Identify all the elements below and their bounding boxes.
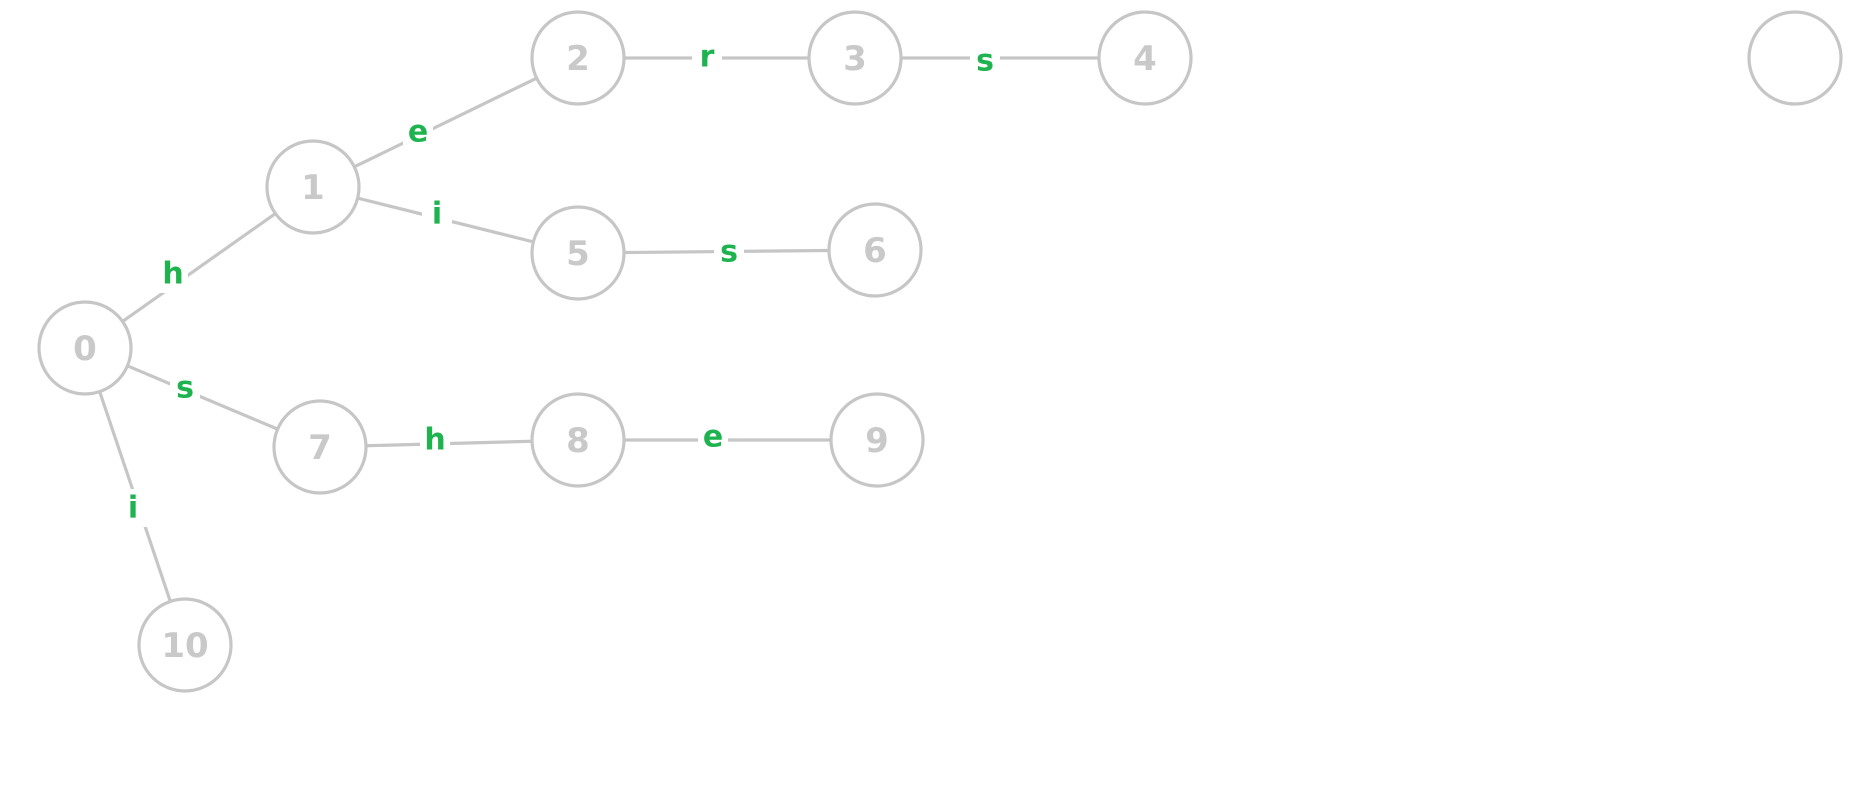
edge-label-1-2[interactable]: e [408,115,428,150]
graph-node-6[interactable]: 6 [827,202,923,298]
edge-label-1-5[interactable]: i [432,197,442,232]
node-label: 4 [1133,39,1157,79]
node-circle[interactable] [137,597,233,693]
edges-layer [98,56,1099,602]
node-circle[interactable] [265,139,361,235]
graph-node-4[interactable]: 4 [1097,10,1193,106]
node-label: 9 [865,421,889,461]
node-label: 3 [843,39,867,79]
edge-label-backdrop [692,38,722,76]
node-label: 10 [161,626,208,666]
node-circle[interactable] [37,300,133,396]
edge-label-backdrop [698,418,728,456]
graph-node-9[interactable]: 9 [829,392,925,488]
edge-label-2-3[interactable]: r [700,40,715,75]
edge-label-backdrop [118,489,148,527]
graph-node-5[interactable]: 5 [530,205,626,301]
node-circle[interactable] [530,205,626,301]
node-label: 6 [863,231,887,271]
node-label: 5 [566,234,590,274]
node-circle[interactable] [1747,10,1843,106]
edge-label-backdrop [420,421,450,459]
node-label: 0 [73,329,97,369]
graph-edge-0-7[interactable] [126,364,279,431]
node-circle[interactable] [1097,10,1193,106]
edge-label-backdrop [158,255,188,293]
edge-label-5-6[interactable]: s [720,235,738,270]
node-circle[interactable] [530,10,626,106]
node-label: 2 [566,39,590,79]
graph-node-7[interactable]: 7 [272,399,368,495]
edge-label-backdrop [422,195,452,233]
graph-edge-1-2[interactable] [353,76,538,169]
node-circle[interactable] [807,10,903,106]
edge-label-backdrop [170,369,200,407]
graph-node-0[interactable]: 0 [37,300,133,396]
graph-node-2[interactable]: 2 [530,10,626,106]
graph-node-1[interactable]: 1 [265,139,361,235]
node-circle[interactable] [827,202,923,298]
node-label: 7 [308,428,332,468]
edge-label-7-8[interactable]: h [424,423,445,458]
edge-label-0-10[interactable]: i [128,491,138,526]
graph-node-3[interactable]: 3 [807,10,903,106]
graph-node-10[interactable]: 10 [137,597,233,693]
nodes-layer: 0 1 2 3 4 5 6 7 8 9 10 [37,10,1843,693]
node-label: 8 [566,421,590,461]
graph-node-unlabeled[interactable] [1747,10,1843,106]
node-circle[interactable] [829,392,925,488]
edge-label-backdrop [403,113,433,151]
graph-node-8[interactable]: 8 [530,392,626,488]
edge-label-backdrop [714,233,744,271]
edge-label-3-4[interactable]: s [976,44,994,79]
edge-label-0-1[interactable]: h [162,257,183,292]
edge-label-0-7[interactable]: s [176,371,194,406]
node-label: 1 [301,168,325,208]
graph-edge-0-1[interactable] [121,212,277,323]
edge-label-backdrop [970,42,1000,80]
edge-labels-layer: h e r s i s s h e i [118,38,1000,527]
node-circle[interactable] [530,392,626,488]
edge-label-8-9[interactable]: e [703,420,723,455]
node-circle[interactable] [272,399,368,495]
